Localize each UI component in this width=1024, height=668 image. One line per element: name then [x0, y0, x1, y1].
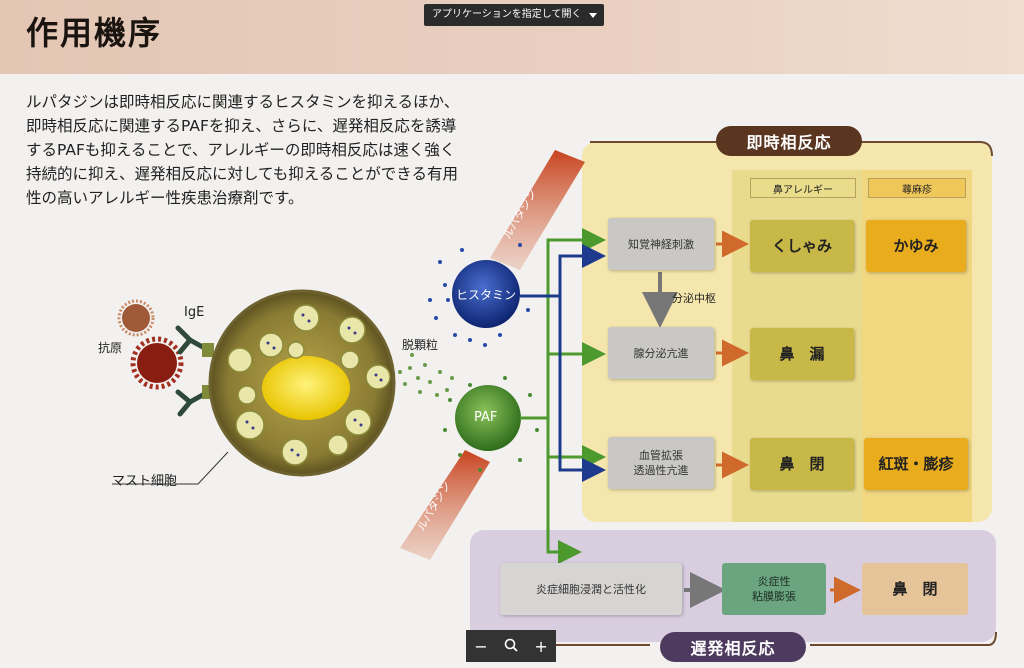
sensory-nerve-box: 知覚神経刺激: [608, 218, 714, 270]
histamine-arrows: [520, 244, 606, 482]
mucosal-swelling-line2: 粘膜膨張: [752, 590, 796, 603]
vasodilation-box: 血管拡張 透過性亢進: [608, 437, 714, 489]
mast-cell-label: マスト細胞: [112, 474, 178, 489]
intro-line: するPAFも抑えることで、アレルギーの即時相反応は速く強く: [26, 141, 456, 159]
zoom-magnifier-icon[interactable]: [504, 637, 518, 656]
vasodilation-line1: 血管拡張: [639, 449, 683, 462]
histamine-circle: [452, 260, 520, 328]
secretion-center-label: 分泌中枢: [672, 292, 716, 305]
zoom-out-icon[interactable]: −: [474, 636, 488, 656]
zoom-in-icon[interactable]: +: [534, 636, 548, 656]
late-symptom-nasal-congestion: 鼻 閉: [862, 563, 968, 615]
symptom-arrows: [716, 230, 861, 604]
column-header-urticaria: 蕁麻疹: [868, 178, 966, 198]
histamine-label: ヒスタミン: [456, 288, 517, 302]
antigen-label: 抗原: [98, 341, 123, 355]
open-with-label: アプリケーションを指定して開く: [432, 9, 582, 20]
antigen-small-icon: [117, 299, 155, 337]
mast-cell-leader-line: [112, 451, 229, 485]
caret-down-icon: [588, 13, 597, 18]
symptom-nasal-congestion: 鼻 閉: [750, 438, 854, 490]
degranulation-label: 脱顆粒: [402, 338, 439, 352]
drug-beam-upper: [490, 150, 585, 270]
paf-label: PAF: [474, 410, 498, 425]
zoom-toolbar: − +: [466, 630, 556, 662]
intro-line: 即時相反応に関連するPAFを抑え、さらに、遅発相反応を誘導: [26, 117, 457, 135]
symptom-rhinorrhea: 鼻 漏: [750, 328, 854, 380]
gland-secretion-box: 腺分泌亢進: [608, 327, 714, 379]
mucosal-swelling-box: 炎症性 粘膜膨張: [722, 563, 826, 615]
symptom-erythema-wheal: 紅斑・膨疹: [864, 438, 968, 490]
intro-line: 持続的に抑え、遅発相反応に対しても抑えることができる有用: [26, 165, 458, 183]
late-phase-title: 遅発相反応: [660, 632, 806, 662]
column-header-nasal-allergy: 鼻アレルギー: [750, 178, 856, 198]
page-title: 作用機序: [26, 14, 163, 52]
antigen-large-icon: [130, 336, 184, 390]
intro-line: 性の高いアレルギー性疾患治療剤です。: [26, 189, 304, 207]
paf-scatter-dots: [443, 376, 539, 472]
immediate-phase-title: 即時相反応: [716, 126, 862, 156]
open-with-button[interactable]: アプリケーションを指定して開く: [424, 4, 604, 26]
paf-circle: [455, 385, 521, 451]
drug-beam-lower: [400, 450, 490, 560]
paf-arrows: [520, 228, 606, 564]
intro-line: ルパタジンは即時相反応に関連するヒスタミンを抑えるほか、: [26, 93, 460, 111]
degranulation-dots: [398, 353, 454, 397]
symptom-sneeze: くしゃみ: [750, 220, 854, 272]
ige-label: IgE: [184, 305, 205, 320]
inflammatory-cell-box: 炎症細胞浸潤と活性化: [500, 563, 682, 615]
mucosal-swelling-line1: 炎症性: [757, 575, 791, 588]
gray-arrows: [642, 272, 726, 608]
intro-paragraph: ルパタジンは即時相反応に関連するヒスタミンを抑えるほか、 即時相反応に関連するP…: [26, 90, 506, 210]
symptom-itch: かゆみ: [866, 220, 966, 272]
histamine-scatter-dots: [428, 243, 530, 347]
mast-cell-icon: [208, 289, 396, 477]
vasodilation-line2: 透過性亢進: [633, 464, 689, 477]
ige-antibody-icon: [175, 325, 214, 417]
